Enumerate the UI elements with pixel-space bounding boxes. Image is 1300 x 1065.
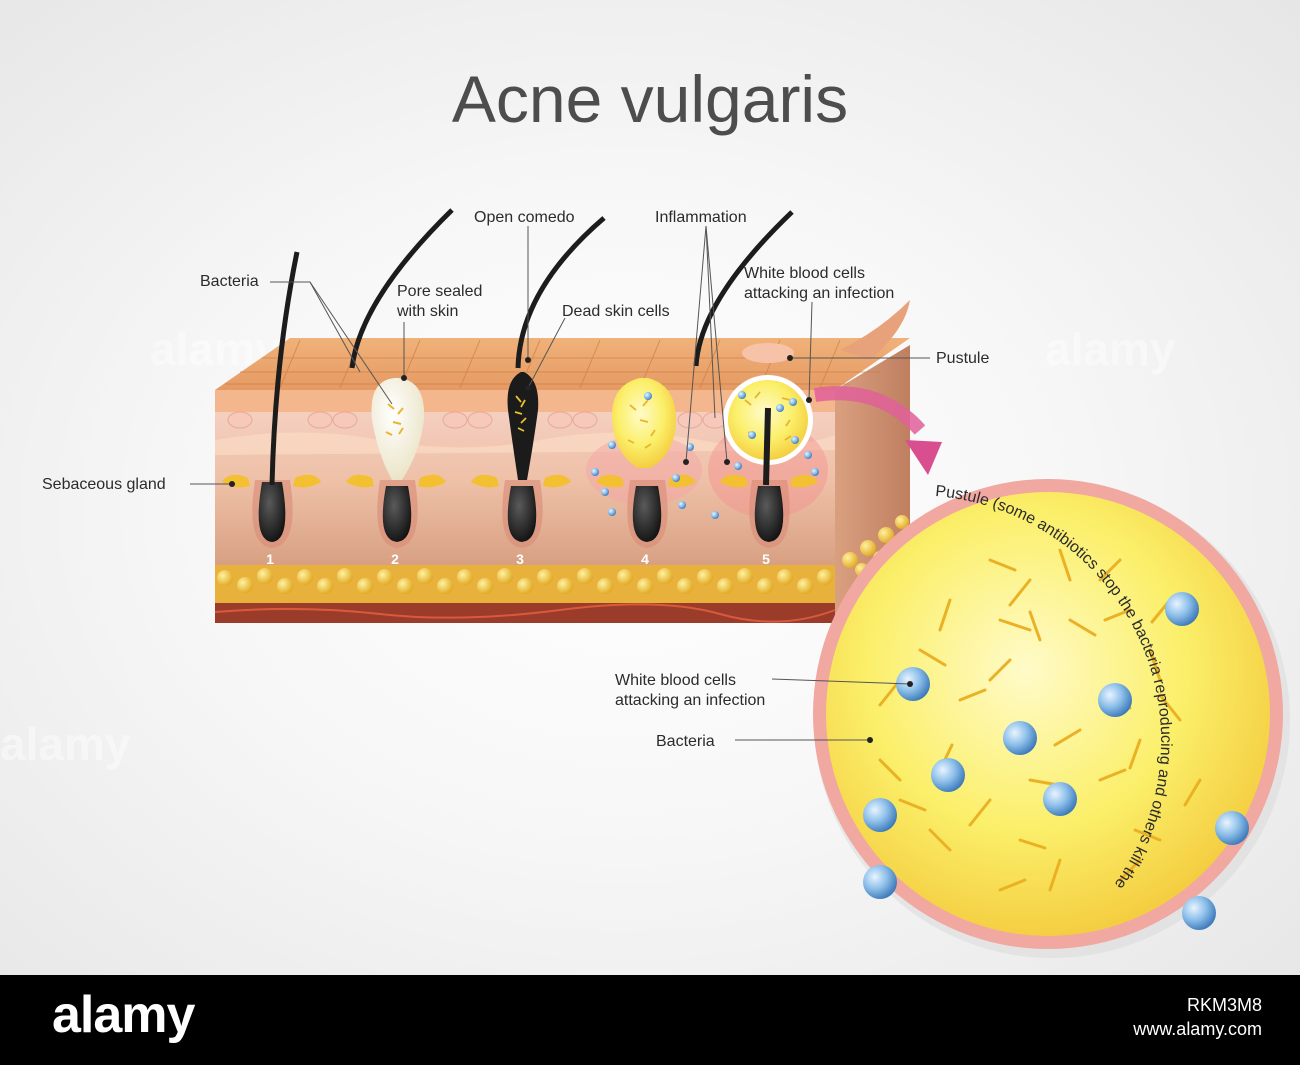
stock-footer-bar: alamy RKM3M8 www.alamy.com (0, 975, 1300, 1065)
label-bacteria: Bacteria (200, 273, 259, 290)
label-wbc-line1: White blood cells (744, 265, 865, 282)
label-zoom-bacteria: Bacteria (656, 733, 715, 750)
sebaceous-gland-shape (293, 474, 321, 488)
label-inflammation: Inflammation (655, 209, 747, 226)
label-pustule: Pustule (936, 350, 989, 367)
white-blood-cells (591, 392, 719, 519)
watermark: alamy (0, 718, 131, 770)
hair-shaft (269, 251, 300, 486)
dermal-cells (227, 411, 728, 429)
white-blood-cells (734, 391, 819, 476)
stage-number: 1 (266, 551, 274, 567)
follicle-stage-5 (708, 343, 828, 548)
hair-shaft (349, 208, 454, 369)
stage-number: 5 (762, 551, 770, 567)
label-zoom-wbc-line1: White blood cells (615, 672, 736, 689)
hair-bulb (754, 486, 784, 542)
follicle-stage-2 (346, 208, 454, 548)
label-wbc-line2: attacking an infection (744, 285, 894, 302)
illustration-canvas: Acne vulgaris alamy alamy alamy alamy al… (0, 0, 1300, 975)
acne-diagram: Acne vulgaris alamy alamy alamy alamy al… (0, 0, 1290, 958)
pustule-zoom (813, 479, 1290, 958)
swollen-follicle (611, 378, 676, 468)
follicle-stage-4 (586, 210, 794, 548)
label-zoom-wbc-line2: attacking an infection (615, 692, 765, 709)
pustule-bump (742, 343, 794, 363)
hair-bulb (507, 486, 537, 542)
label-pore-sealed-line2: with skin (396, 303, 458, 320)
follicle-stage-3 (471, 216, 606, 548)
hair-bulb (382, 486, 412, 542)
hair-shaft (763, 407, 771, 486)
follicle-stage-1 (222, 251, 321, 548)
zoom-arrow-shaft (813, 386, 926, 435)
stage-number: 3 (516, 551, 524, 567)
inflammation-zone (586, 435, 702, 505)
stage-numbers: 1 2 3 4 5 (266, 551, 770, 567)
footer-logo: alamy (52, 986, 195, 1044)
hair-shaft (515, 216, 606, 369)
zoom-bacteria (878, 548, 1202, 892)
bacteria-group (627, 399, 656, 449)
bacteria-group (385, 403, 404, 436)
zoom-arrow-head (905, 440, 942, 475)
label-pore-sealed-line1: Pore sealed (397, 283, 482, 300)
hair-bulb (258, 482, 286, 542)
blood-vessel (214, 603, 836, 623)
leader-lines (190, 225, 930, 743)
hair-bulb (632, 486, 662, 542)
zoom-pus (826, 492, 1270, 936)
label-sebaceous-gland: Sebaceous gland (42, 476, 166, 493)
labels: Bacteria Pore sealed with skin Open come… (42, 209, 989, 750)
footer-url: www.alamy.com (1133, 1019, 1262, 1039)
skin-flap (840, 300, 910, 360)
skin-surface (215, 338, 910, 390)
hair-shaft (693, 210, 794, 367)
bacteria-group (514, 395, 527, 432)
label-dead-skin-cells: Dead skin cells (562, 303, 670, 320)
open-comedo-plug (507, 372, 539, 480)
stage-number: 2 (391, 551, 399, 567)
label-open-comedo: Open comedo (474, 209, 575, 226)
image-id: RKM3M8 (1186, 995, 1262, 1015)
stage-number: 4 (641, 551, 649, 567)
zoom-white-blood-cells (863, 592, 1249, 930)
diagram-title: Acne vulgaris (452, 62, 848, 136)
sealed-pore-plug (371, 378, 425, 480)
watermark: alamy (1045, 323, 1176, 375)
